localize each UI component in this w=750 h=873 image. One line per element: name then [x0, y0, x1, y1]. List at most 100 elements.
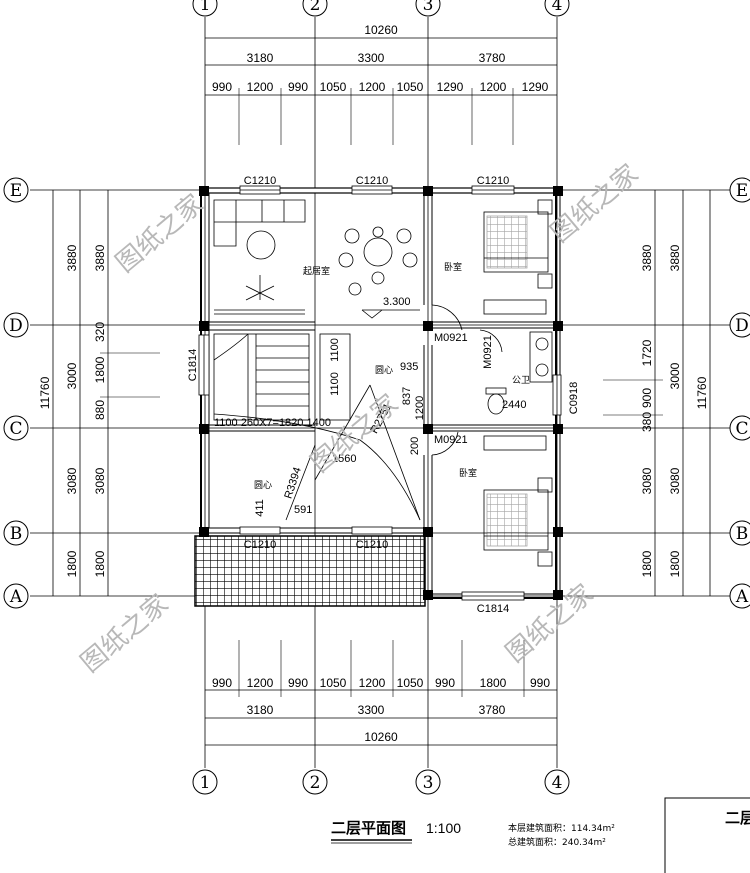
- top-detail-8: 1200: [480, 80, 507, 94]
- grid-axis-labels: 1 2 3 4 1 2 3 4 E D C B A E D C B A: [3, 0, 750, 795]
- window-e2-label: C1210: [356, 175, 388, 187]
- bottom-detail-4: 1050: [320, 676, 347, 690]
- top-detail-6: 1050: [397, 80, 424, 94]
- window-bath-label: C0918: [568, 382, 580, 414]
- axis-2-bottom: 2: [302, 769, 328, 795]
- left-detail-3: 1800: [93, 356, 107, 383]
- right-dimension-text: 3880 1720 900 380 3080 1800 3880 3000 30…: [640, 244, 709, 577]
- dim-1200: 1200: [414, 396, 426, 420]
- title-block-text: 二层: [725, 809, 750, 827]
- svg-text:3: 3: [423, 773, 434, 793]
- axis-A-left: A: [3, 583, 29, 609]
- bottom-span-3: 3780: [479, 703, 506, 717]
- axis-B-right: B: [729, 520, 750, 546]
- structural-columns: [199, 186, 563, 600]
- right-detail-3: 900: [640, 388, 654, 408]
- room-bedroom-north-label: 卧室: [444, 261, 462, 272]
- axis-4-top: 4: [544, 0, 570, 17]
- drawing-scale: 1:100: [426, 820, 461, 836]
- window-e3-label: C1210: [477, 175, 509, 187]
- left-detail-6: 1800: [93, 550, 107, 577]
- right-total-dim: 11760: [695, 376, 709, 409]
- svg-text:C: C: [735, 419, 748, 439]
- svg-text:C: C: [9, 419, 22, 439]
- svg-text:4: 4: [552, 773, 563, 793]
- top-detail-2: 1200: [247, 80, 274, 94]
- axis-3-bottom: 3: [415, 769, 441, 795]
- roof-tile-area: [194, 535, 426, 607]
- dim-411: 411: [254, 499, 266, 517]
- room-bedroom-south-label: 卧室: [459, 467, 477, 478]
- title-block: 二层: [664, 797, 750, 873]
- axis-B-left: B: [3, 520, 29, 546]
- room-bath-label: 公卫: [512, 375, 530, 385]
- right-detail-2: 1720: [640, 339, 654, 366]
- left-detail-4: 880: [93, 400, 107, 420]
- left-total-dim: 11760: [38, 376, 52, 409]
- axis-D-left: D: [3, 312, 29, 338]
- axis-D-right: D: [729, 312, 750, 338]
- right-detail-5: 3080: [640, 467, 654, 494]
- svg-text:2: 2: [310, 0, 321, 15]
- axis-2-top: 2: [302, 0, 328, 17]
- bottom-detail-7: 990: [435, 676, 455, 690]
- dim-591: 591: [294, 504, 312, 516]
- svg-text:1: 1: [200, 773, 211, 793]
- right-span-2: 3000: [668, 362, 682, 389]
- right-span-1: 3880: [668, 244, 682, 271]
- wall-note-200: 200: [409, 437, 421, 455]
- right-detail-4: 380: [640, 412, 654, 432]
- dim-2440: 2440: [502, 399, 526, 411]
- top-dimension-text: 10260 3180 3300 3780 990 1200 990 1050 1…: [212, 23, 549, 94]
- drawing-title: 二层平面图 1:100 本层建筑面积：114.34m² 总建筑面积：240.34…: [331, 819, 615, 848]
- window-south-label: C1814: [477, 603, 509, 615]
- top-span-2: 3300: [358, 51, 385, 65]
- top-span-1: 3180: [247, 51, 274, 65]
- bottom-span-2: 3300: [358, 703, 385, 717]
- axis-C-right: C: [729, 415, 750, 441]
- axis-A-right: A: [729, 583, 750, 609]
- stair-dims: 1100 260X7=1820 1400: [214, 417, 331, 429]
- bottom-span-1: 3180: [247, 703, 274, 717]
- left-dimension-text: 11760 3880 3000 3080 1800 3880 320 1800 …: [38, 244, 107, 577]
- svg-text:B: B: [736, 524, 749, 544]
- svg-text:D: D: [9, 316, 23, 336]
- stair-width-1: 1100: [329, 338, 341, 362]
- window-west-label: C1814: [187, 349, 199, 381]
- left-detail-1: 3880: [93, 244, 107, 271]
- bottom-detail-5: 1200: [359, 676, 386, 690]
- window-labels: C1210 C1210 C1210 C1210 C1210 C1814 C181…: [187, 175, 580, 615]
- center-note-1: 圆心: [375, 365, 393, 375]
- left-span-2: 3000: [65, 362, 79, 389]
- door-3-label: M0921: [434, 434, 468, 446]
- svg-text:E: E: [736, 181, 748, 201]
- drawing-title-text: 二层平面图: [331, 819, 406, 837]
- bottom-dimension-text: 990 1200 990 1050 1200 1050 990 1800 990…: [212, 676, 550, 744]
- svg-text:A: A: [9, 587, 23, 607]
- right-detail-6: 1800: [640, 550, 654, 577]
- svg-text:A: A: [735, 587, 749, 607]
- center-note-2: 圆心: [254, 480, 272, 490]
- window-e1-label: C1210: [244, 175, 276, 187]
- room-labels: 起居室 卧室 卧室 公卫: [303, 261, 530, 478]
- bottom-detail-6: 1050: [397, 676, 424, 690]
- top-detail-4: 1050: [320, 80, 347, 94]
- left-span-4: 1800: [65, 550, 79, 577]
- furniture: [213, 199, 553, 567]
- dim-837: 837: [401, 387, 413, 405]
- floor-area: 本层建筑面积：114.34m²: [508, 822, 615, 834]
- svg-text:3: 3: [423, 0, 434, 15]
- windows: [198, 185, 562, 601]
- svg-text:图纸之家: 图纸之家: [110, 189, 209, 279]
- top-detail-5: 1200: [359, 80, 386, 94]
- axis-1-top: 1: [192, 0, 218, 17]
- right-span-4: 1800: [668, 550, 682, 577]
- axis-1-bottom: 1: [192, 769, 218, 795]
- bottom-detail-8: 1800: [480, 676, 507, 690]
- door-1-label: M0921: [434, 332, 468, 344]
- door-2-label: M0921: [482, 335, 494, 369]
- axis-3-top: 3: [415, 0, 441, 17]
- room-living-label: 起居室: [303, 265, 330, 276]
- svg-text:E: E: [10, 181, 22, 201]
- top-span-3: 3780: [479, 51, 506, 65]
